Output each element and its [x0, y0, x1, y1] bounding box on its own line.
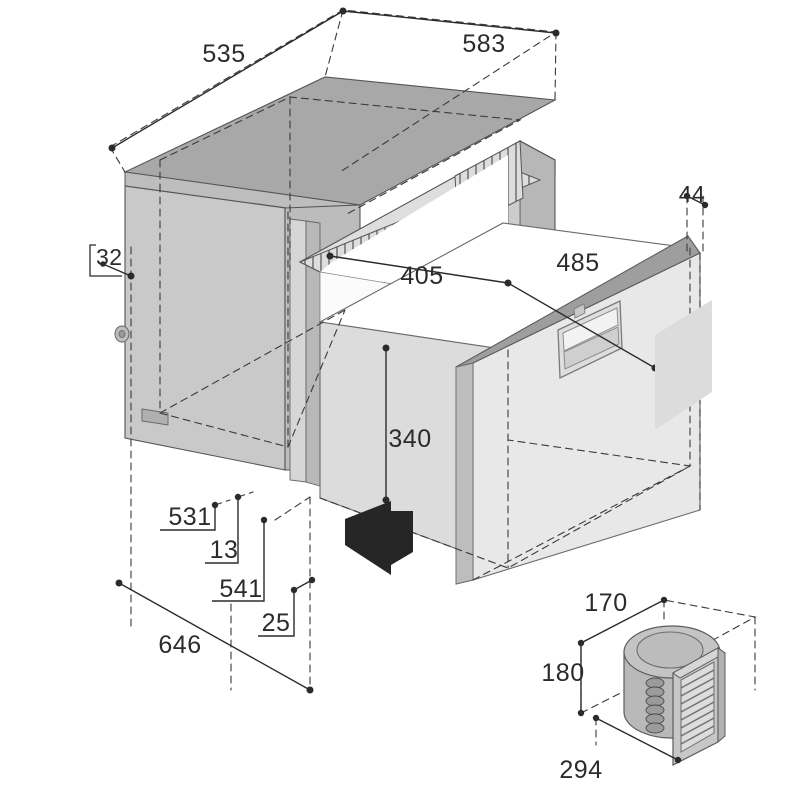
dim-340: 340 [388, 425, 431, 453]
dimline-541 [212, 520, 265, 602]
dimline-405 [329, 255, 509, 284]
compressor-dimension-labels: 170 180 294 [541, 589, 627, 784]
dimline-170 [580, 599, 665, 644]
fan-louvers [680, 669, 715, 745]
insert-arrow [345, 501, 413, 575]
drawer-handle [557, 299, 623, 380]
cabinet-left-side [124, 185, 286, 471]
hinge-pin-icon [114, 325, 130, 343]
compressor-unit-detail: 170 180 294 [541, 300, 757, 784]
dim-44: 44 [679, 181, 706, 207]
dimline-44 [686, 195, 706, 206]
dimline-32 [102, 263, 132, 277]
dimline-535 [111, 10, 344, 149]
dim-405: 405 [400, 262, 443, 290]
dimline-32-bracket [89, 244, 122, 277]
dim-535: 535 [202, 40, 245, 68]
dimline-294 [595, 717, 679, 761]
condenser-coil [645, 677, 665, 734]
dimension-lines [89, 7, 709, 694]
dim-485: 485 [556, 249, 599, 277]
dim-646: 646 [158, 631, 201, 659]
dimension-labels: 535 583 32 44 405 485 340 531 13 541 25 … [96, 30, 705, 659]
drawer-front-panel [455, 235, 701, 585]
dim-541: 541 [219, 575, 262, 603]
drawer-front-left-edge [455, 362, 474, 585]
dimline-485 [507, 282, 656, 369]
dimline-25 [258, 590, 295, 637]
dim-170: 170 [584, 589, 627, 617]
dim-531: 531 [168, 503, 211, 531]
dim-32: 32 [96, 244, 123, 270]
dimline-531 [160, 505, 216, 531]
compressor-dimension-lines [577, 596, 682, 764]
dim-25: 25 [262, 609, 291, 637]
cabinet-front-frame-strip [289, 218, 307, 483]
main-exploded-view: 535 583 32 44 405 485 340 531 13 541 25 … [89, 7, 709, 694]
dimline-583 [342, 10, 557, 34]
dimline-13 [205, 497, 239, 564]
dim-180: 180 [541, 659, 584, 687]
dim-583: 583 [462, 30, 505, 58]
dim-294: 294 [559, 756, 602, 784]
fan-grille [655, 300, 726, 766]
drawer-latch-indicator [573, 303, 586, 319]
dim-13: 13 [210, 536, 239, 564]
dimline-646 [118, 582, 311, 691]
